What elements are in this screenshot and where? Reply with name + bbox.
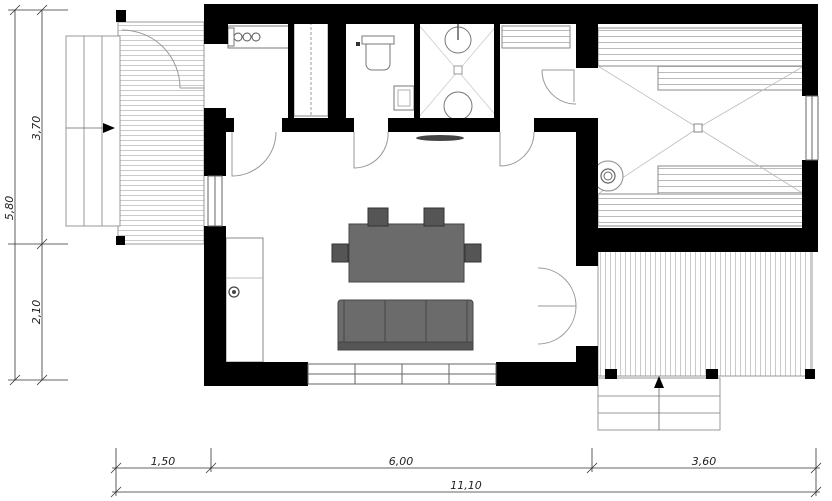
dining-set xyxy=(331,207,482,283)
dim-left-upper: 3,70 xyxy=(30,116,43,141)
right-terrace xyxy=(597,249,815,431)
dim-left-overall: 5,80 xyxy=(3,196,16,221)
terrace-post xyxy=(805,369,815,379)
terrace-post xyxy=(605,369,617,379)
terrace-post xyxy=(706,369,718,379)
door-swing-icon xyxy=(537,267,577,307)
dim-left-lower: 2,10 xyxy=(30,300,43,325)
dimension-lines-bottom xyxy=(110,448,822,498)
toilet-icon xyxy=(361,35,395,71)
door-swing-icon xyxy=(541,69,577,105)
wardrobe xyxy=(293,21,329,117)
chair xyxy=(423,207,445,227)
kitchen-unit xyxy=(227,25,291,49)
door-swing-icon xyxy=(231,131,277,177)
door-swing-icon xyxy=(121,29,181,89)
dim-bottom-left: 1,50 xyxy=(151,455,176,468)
shower-icon xyxy=(416,135,464,141)
terrace-post xyxy=(116,236,125,245)
walls xyxy=(116,4,818,386)
dimension-lines-left xyxy=(8,4,68,386)
chair xyxy=(367,207,389,227)
door-swing-icon xyxy=(537,305,577,345)
chair xyxy=(464,243,482,263)
left-terrace xyxy=(65,12,205,245)
door-swings xyxy=(121,29,577,345)
sink-icon xyxy=(393,85,415,111)
left-deck xyxy=(117,21,205,245)
sauna-benches xyxy=(592,27,805,227)
sofa xyxy=(337,299,474,351)
left-steps xyxy=(65,35,121,227)
dim-bottom-overall: 11,10 xyxy=(450,479,482,492)
kitchen-counter xyxy=(225,237,264,363)
wash-bench xyxy=(501,25,571,49)
stove-icon xyxy=(251,32,261,42)
dim-bottom-right: 3,60 xyxy=(692,455,717,468)
dining-table xyxy=(348,223,465,283)
wc xyxy=(356,35,415,111)
dim-bottom-middle: 6,00 xyxy=(389,455,414,468)
door-swing-icon xyxy=(499,131,535,167)
chair xyxy=(331,243,349,263)
shower-icon xyxy=(443,24,473,121)
stove-icon xyxy=(242,32,252,42)
entry-arrow-icon xyxy=(103,123,115,133)
windows xyxy=(207,95,819,385)
right-deck xyxy=(597,249,813,377)
door-swing-icon xyxy=(353,131,389,169)
shower-room xyxy=(416,23,577,141)
entry-arrow-icon xyxy=(654,376,664,388)
